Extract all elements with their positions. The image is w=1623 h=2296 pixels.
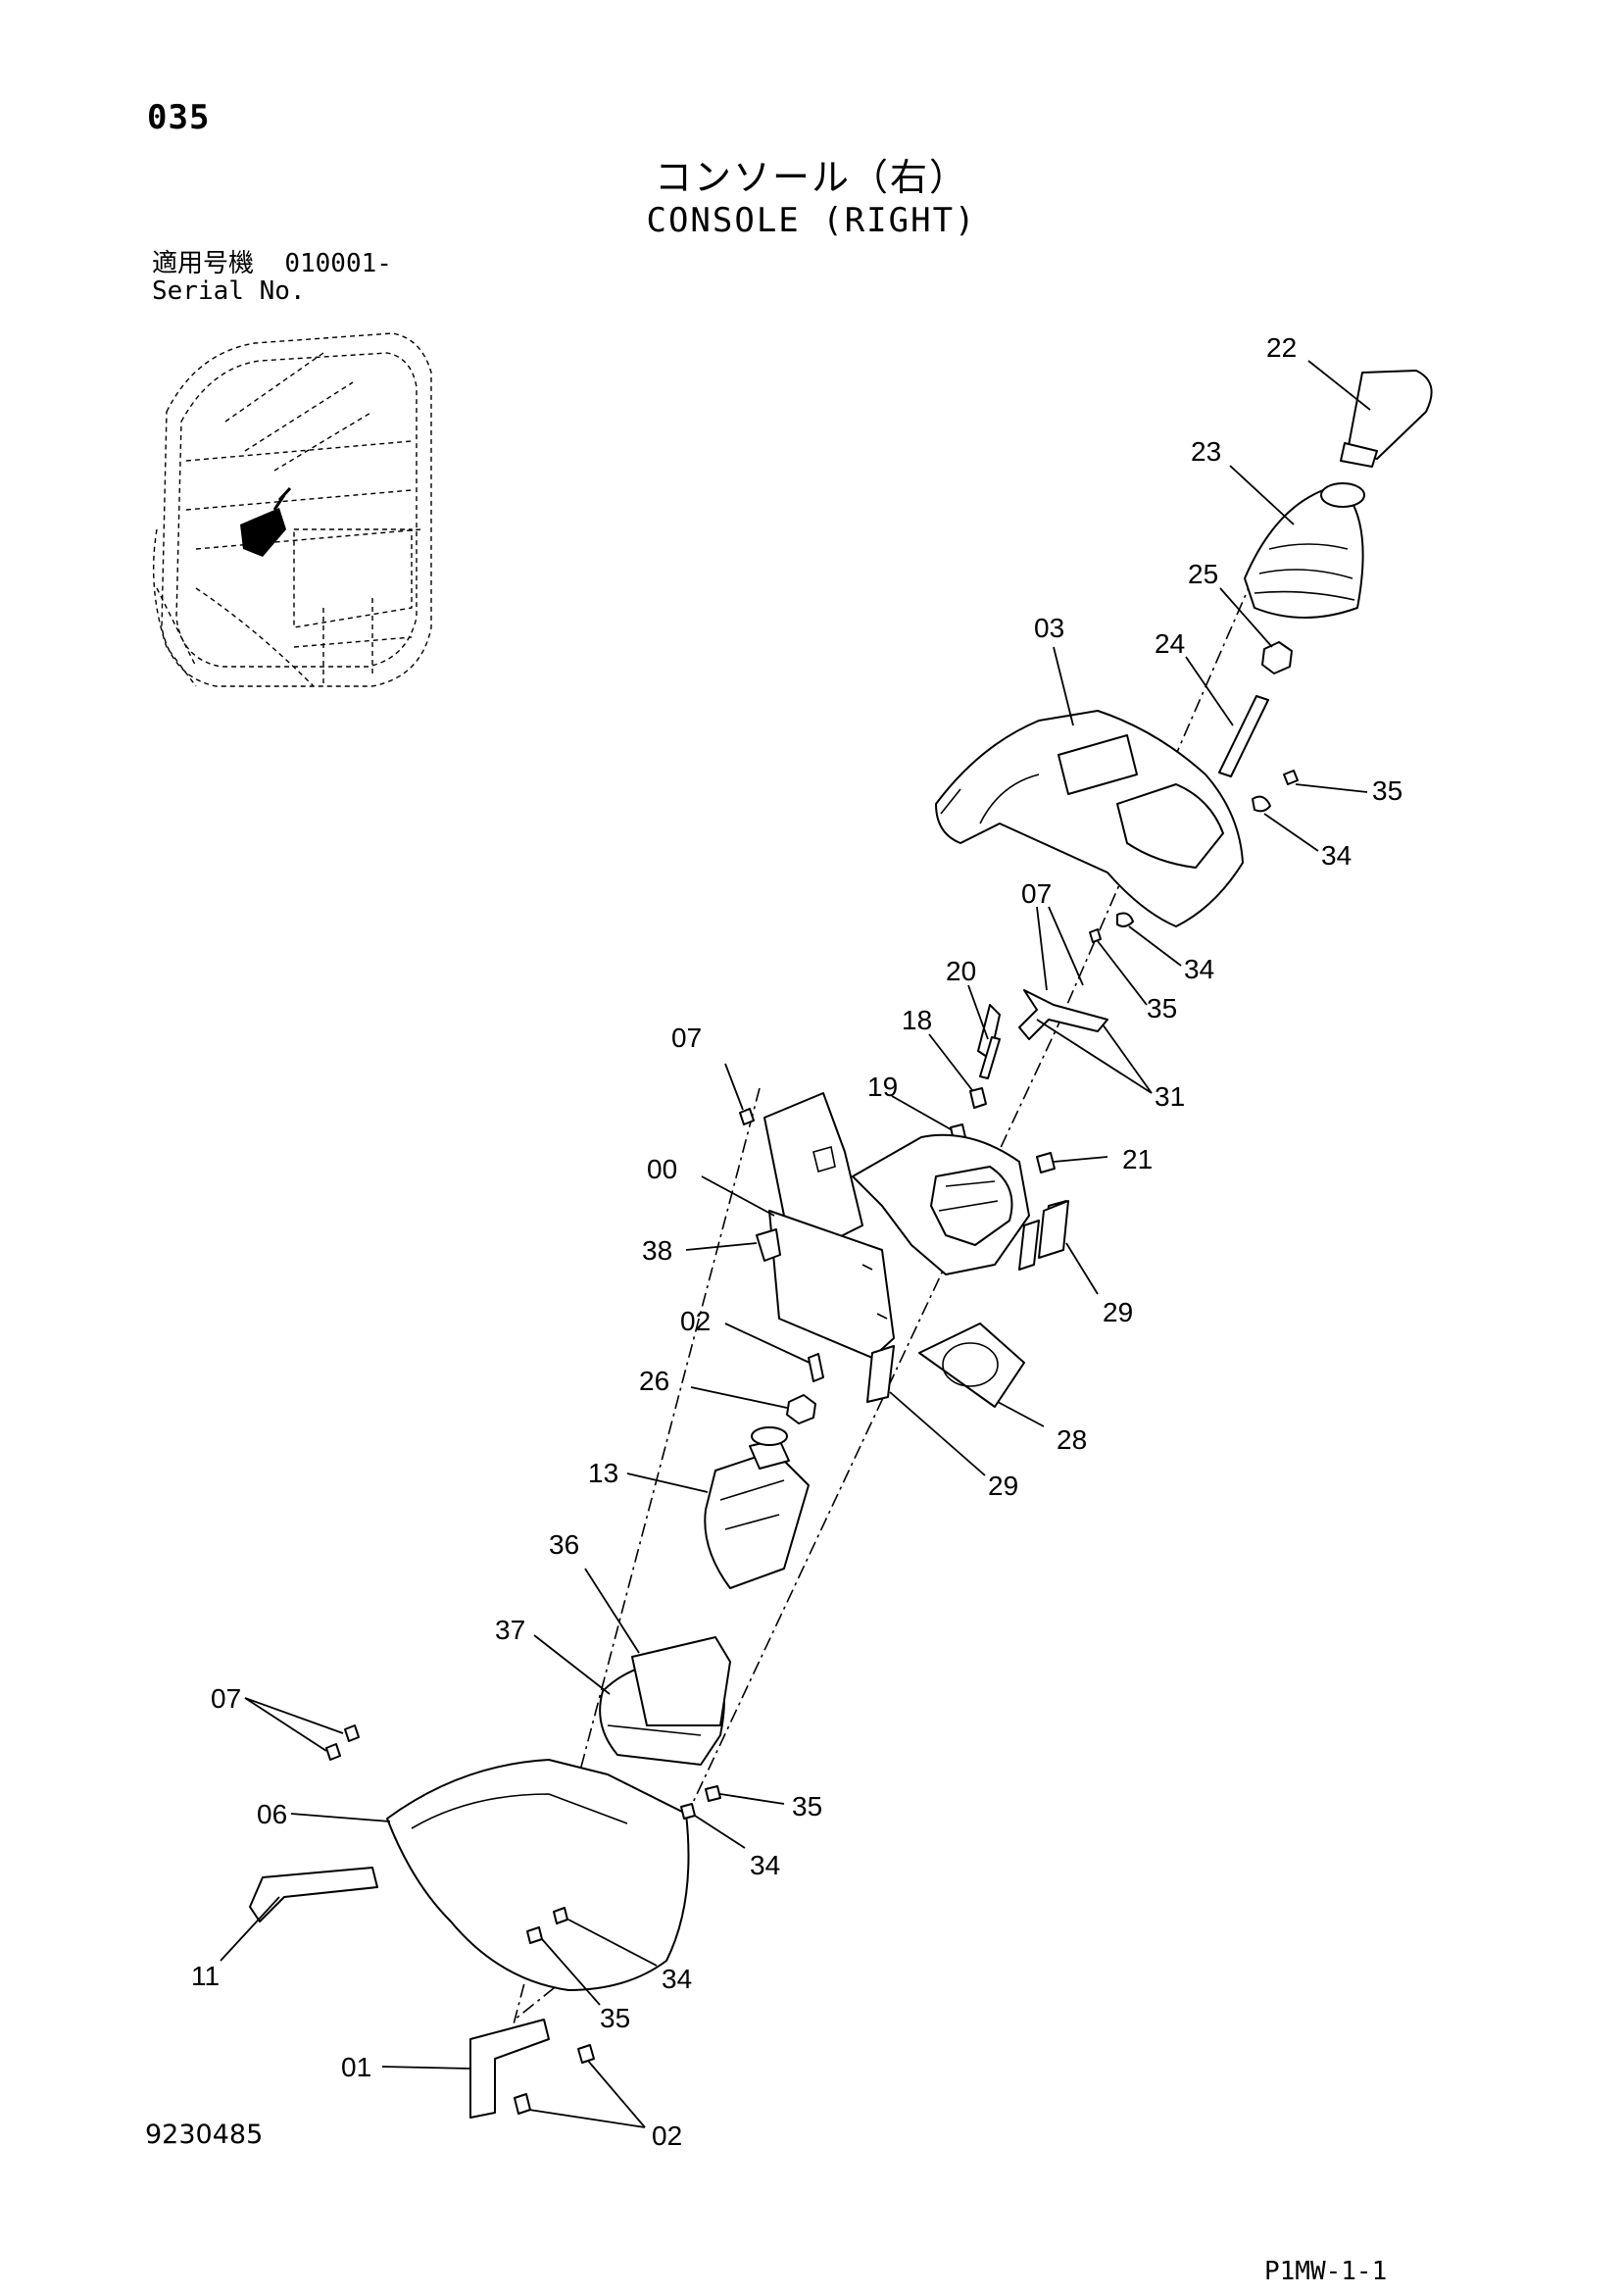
title-english: CONSOLE (RIGHT) [646,201,977,240]
callout-35-bottom: 35 [600,2003,630,2033]
page-code: P1MW-1-1 [1264,2257,1388,2286]
callout-35-lower: 35 [792,1791,822,1822]
part-29-plate-upper [1038,1200,1069,1259]
callout-26: 26 [639,1366,669,1396]
part-28-gasket [918,1323,1025,1408]
callout-00: 00 [647,1154,677,1184]
hardware-near-03 [1089,770,1299,943]
serial-row-jp: 適用号機 010001- [152,250,392,277]
callout-03: 03 [1034,613,1064,643]
part-22-grip [1340,370,1433,468]
serial-info: 適用号機 010001- Serial No. [152,250,392,305]
part-bracket-assembly [852,1133,1067,1275]
callout-02-bottom: 02 [652,2121,682,2151]
callout-34-bottom: 34 [662,1964,692,1994]
callout-18: 18 [902,1005,932,1035]
part-07-bolt-mid [739,1108,755,1125]
part-34-screw-bottom [553,1907,568,1924]
serial-label-jp: 適用号機 [152,249,255,278]
part-02-bolt-mid [808,1353,824,1382]
part-00-controller [763,1092,895,1359]
part-20-pin [979,1036,1001,1079]
part-18-bolt [969,1087,987,1109]
serial-value: 010001- [284,249,392,278]
callout-36: 36 [549,1529,579,1560]
title-japanese: コンソール（右） [654,156,968,199]
part-11-handle [249,1867,378,1922]
part-35-clip-lower [705,1785,721,1802]
part-06-lower-cover [386,1759,690,1991]
callout-07-top: 07 [1021,878,1052,909]
part-21-bolt [1036,1152,1056,1173]
part-13-pilot-valve [704,1426,810,1589]
callout-34-mid: 34 [1184,954,1214,984]
serial-label-en: Serial No. [152,276,306,306]
callout-34-top: 34 [1321,840,1352,871]
callout-34-lower: 34 [750,1850,780,1880]
callout-29-lower: 29 [988,1471,1018,1501]
part-02-bolt-b [514,2093,531,2115]
part-34-screw-lower [680,1803,696,1820]
callout-07-mid: 07 [671,1023,702,1053]
callout-07-lower: 07 [211,1683,241,1714]
part-36-37-boot [599,1636,731,1766]
part-29-plate-lower [866,1345,895,1403]
callout-38: 38 [642,1235,672,1266]
callout-23: 23 [1191,436,1221,467]
assembly-centerline-main [636,528,1275,1922]
part-31-brackets [977,989,1108,1060]
callout-24: 24 [1155,628,1185,659]
callout-06: 06 [257,1799,287,1829]
callout-labels: 22 23 25 24 03 35 34 07 34 35 20 18 31 0… [191,332,1402,2151]
cab-location-thumbnail [152,332,432,687]
part-01-bracket [469,2019,550,2119]
callout-29-upper: 29 [1103,1297,1133,1327]
part-07-bolt-lower-a [344,1724,360,1742]
leader-lines [220,360,1371,2128]
callout-20: 20 [946,956,976,986]
part-24-rod [1218,695,1269,777]
console-location-highlight [240,486,292,557]
document-number: 9230485 [145,2120,264,2150]
callout-37: 37 [495,1615,525,1645]
callout-25: 25 [1188,559,1218,589]
part-38-clip [756,1228,781,1262]
callout-35-mid: 35 [1147,993,1177,1023]
callout-21: 21 [1122,1144,1153,1174]
part-03-console-cover [935,710,1244,927]
callout-01: 01 [341,2052,371,2082]
part-25-nut [1261,641,1293,674]
callout-19: 19 [867,1072,898,1102]
callout-11: 11 [191,1961,220,1991]
callout-13: 13 [588,1458,618,1488]
callout-31: 31 [1155,1081,1185,1112]
part-02-bolt-a [577,2044,595,2064]
callout-02-mid: 02 [680,1306,711,1336]
page-number: 035 [147,98,211,137]
part-35-clip-bottom [526,1926,543,1944]
callout-22: 22 [1266,332,1297,363]
part-26-nut [786,1394,816,1424]
part-23-boot [1244,482,1365,619]
part-07-bolt-lower-b [325,1743,341,1761]
callout-35-top: 35 [1372,775,1402,806]
callout-28: 28 [1057,1424,1087,1455]
